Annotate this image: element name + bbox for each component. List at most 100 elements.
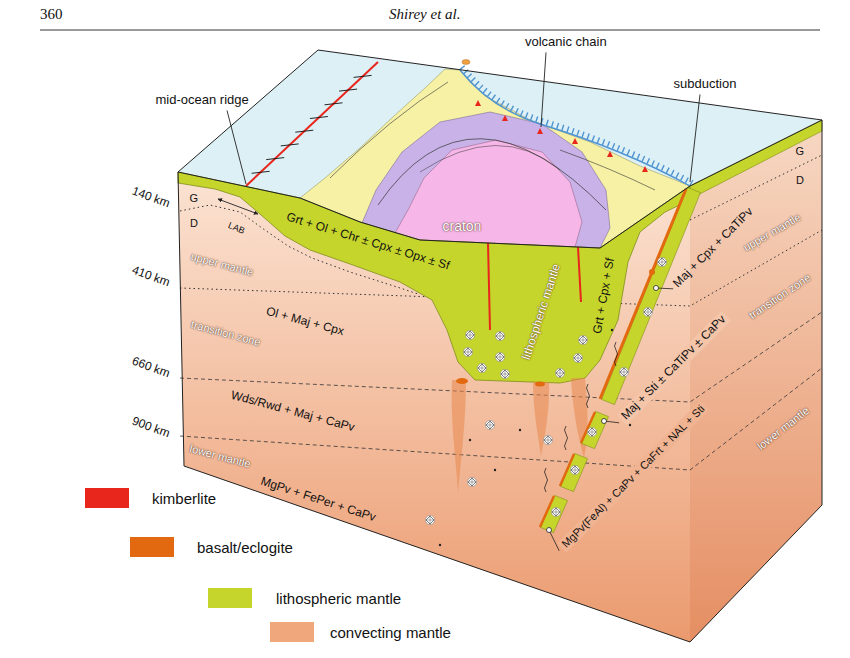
phase-field-label: G xyxy=(796,145,805,158)
region-label: lithospheric mantle xyxy=(520,262,564,361)
leader-dot xyxy=(602,419,607,424)
eclogite-blob xyxy=(535,382,545,387)
map-contour xyxy=(560,150,655,190)
depth-label: 140 km xyxy=(129,185,171,211)
callout-label: mid-ocean ridge xyxy=(156,93,249,108)
mineral-assemblage: Grt + Cpx + Sf xyxy=(590,257,617,335)
illustration-part xyxy=(252,171,270,173)
illustration-part xyxy=(500,369,509,378)
illustration-part xyxy=(572,138,578,144)
legend-label: lithospheric mantle xyxy=(276,590,401,607)
map-contour xyxy=(420,145,560,172)
illustration-part xyxy=(467,477,476,486)
illustration-part xyxy=(485,420,494,429)
zone-label: transition zone xyxy=(747,271,813,321)
illustration-part xyxy=(573,353,582,362)
illustration-part xyxy=(541,495,568,532)
front-face xyxy=(178,172,690,642)
zone-label: upper mantle xyxy=(189,249,254,278)
illustration-part xyxy=(565,426,568,450)
phase-field-label: G xyxy=(190,192,199,205)
illustration-part xyxy=(325,103,343,105)
illustration-part xyxy=(657,257,666,266)
illustration-part xyxy=(615,342,618,366)
zone-label: lower mantle xyxy=(188,442,252,470)
eclogite-blob xyxy=(649,269,655,275)
illustration-part xyxy=(578,247,581,302)
illustration-part xyxy=(494,469,496,471)
illustration-part xyxy=(495,352,504,361)
callout-label: subduction xyxy=(674,77,737,92)
illustration-part xyxy=(571,378,588,458)
illustration-part xyxy=(477,363,486,372)
illustration-part xyxy=(295,130,313,132)
illustration-part xyxy=(543,435,552,444)
illustration-part xyxy=(425,515,434,524)
leader-line xyxy=(549,530,559,551)
ridge-axis xyxy=(246,62,378,186)
legend-label: convecting mantle xyxy=(330,624,451,641)
illustration-part xyxy=(465,330,474,339)
lithosphere-keel xyxy=(178,172,690,383)
legend-swatch xyxy=(130,537,174,557)
depth-label: 660 km xyxy=(129,355,171,381)
map-contour xyxy=(330,82,448,178)
illustration-part xyxy=(587,427,596,436)
volcanoes xyxy=(475,100,648,172)
illustration-part xyxy=(469,439,471,441)
illustration-part xyxy=(587,384,590,408)
illustration-part xyxy=(545,468,548,492)
illustration-part xyxy=(555,368,564,377)
illustration-part xyxy=(475,100,481,106)
illustration-part xyxy=(619,367,628,376)
eclogite-blob xyxy=(456,378,468,384)
trench-teeth xyxy=(462,67,692,183)
legend-swatch xyxy=(208,588,252,608)
plumes xyxy=(452,378,588,492)
legend-label: kimberlite xyxy=(152,490,216,507)
illustration-part xyxy=(495,331,504,340)
illustration-part xyxy=(339,89,357,91)
illustration-part xyxy=(180,368,822,470)
oceanic-plate xyxy=(690,120,822,199)
phase-field-label: D xyxy=(796,174,804,187)
illustration-part xyxy=(533,382,549,456)
illustration-part xyxy=(452,380,466,492)
illustration-part xyxy=(570,465,579,474)
boundary-label: LAB xyxy=(226,220,246,236)
transform-faults xyxy=(252,75,372,173)
depth-label: 900 km xyxy=(129,415,171,441)
legend-swatch xyxy=(85,488,129,508)
craton-core xyxy=(395,140,582,247)
right-face xyxy=(690,120,822,642)
header-rule xyxy=(40,30,820,31)
mineral-assemblage: Maj + Sti ± CaTiPv ± CaPv xyxy=(617,310,731,424)
illustration-part xyxy=(578,335,587,344)
depth-label: 410 km xyxy=(129,264,171,290)
illustration-part xyxy=(502,115,508,121)
map-contour xyxy=(378,139,606,210)
illustration-part xyxy=(488,243,490,330)
illustration-part xyxy=(611,329,613,331)
legend-swatch xyxy=(270,622,314,642)
mineral-assemblage: Grt + Ol + Chr ± Cpx ± Opx ± Sf xyxy=(285,210,451,273)
mineral-assemblage: MgPv(FeAl) + CaPv + CaFrt + NAL + Sti xyxy=(558,400,710,552)
trench-line xyxy=(460,70,690,186)
illustration-part xyxy=(643,307,652,316)
mineral-assemblage: Ol + Maj + Cpx xyxy=(265,305,346,339)
running-head: Shirey et al. xyxy=(389,6,461,23)
illustration-part xyxy=(537,128,543,134)
illustration-part xyxy=(310,117,328,119)
illustration-part xyxy=(354,75,372,77)
page-number: 360 xyxy=(40,6,63,23)
illustration-part xyxy=(551,507,560,516)
illustration-part xyxy=(519,429,521,431)
mineral-assemblage: Wds/Rwd + Maj + CaPv xyxy=(229,389,356,435)
lab-arrow xyxy=(218,199,258,214)
illustration-part xyxy=(629,424,631,426)
slab xyxy=(602,187,701,404)
callout-label: volcanic chain xyxy=(525,35,607,50)
phase-field-label: D xyxy=(190,217,198,230)
